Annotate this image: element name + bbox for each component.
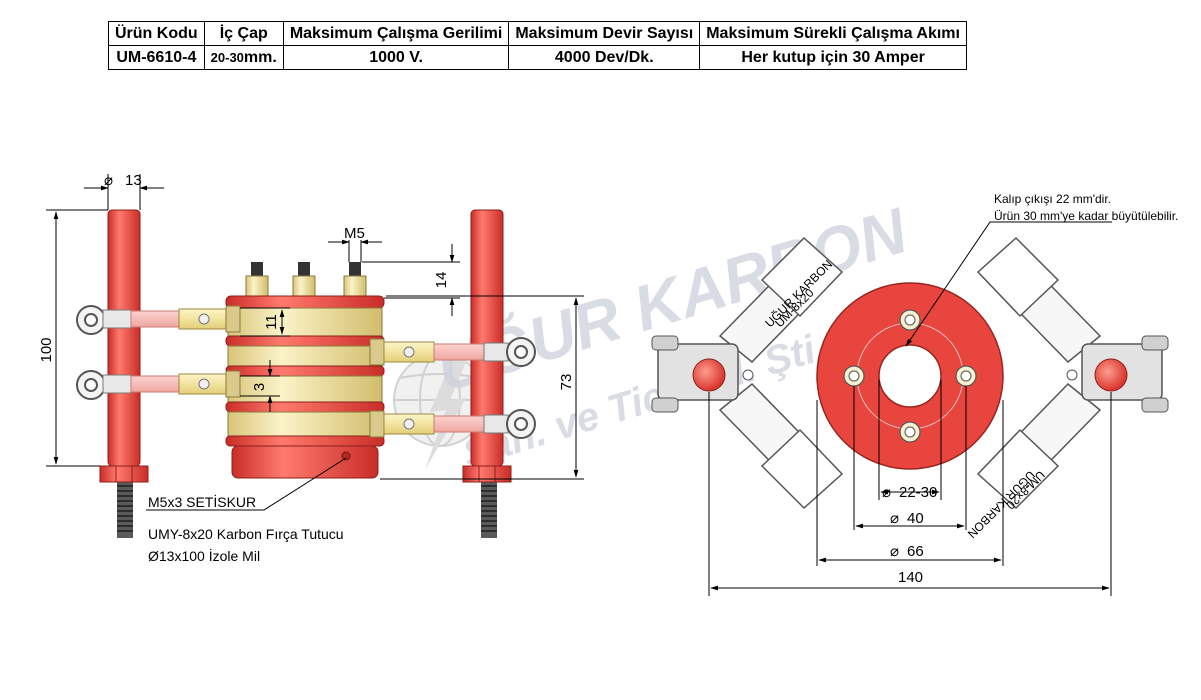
front-slip-ring-disc <box>816 282 1004 470</box>
cell-max-current: Her kutup için 30 Amper <box>699 45 967 70</box>
terminal-screw-2 <box>292 262 316 299</box>
setscrew-hole <box>341 451 351 461</box>
dim-ring-gap <box>240 360 280 412</box>
dim-outer <box>816 400 1004 566</box>
dim-total-height-value: 100 <box>38 337 55 362</box>
header-max-speed: Maksimum Devir Sayısı <box>508 21 701 46</box>
brush-holder-left-1 <box>76 305 241 335</box>
cell-max-voltage: 1000 V. <box>282 45 510 70</box>
front-right-holder: UĞUR KARBON UM-8x20 <box>965 236 1169 542</box>
dim-shaft-diameter-value: 13 <box>125 172 142 189</box>
front-note-line2: Ürün 30 mm'ye kadar büyütülebilir. <box>994 209 1178 223</box>
cell-bore-unit: mm. <box>243 48 277 66</box>
dim-thread-value: M5 <box>344 225 365 242</box>
dim-screw-height <box>362 244 460 316</box>
watermark-bolt <box>425 352 470 470</box>
dim-total-width <box>708 392 1112 596</box>
left-threaded-stud <box>117 482 133 538</box>
dim-ring-pitch-value: 11 <box>263 314 280 330</box>
cell-bore-value: 20-30 <box>210 49 244 65</box>
dim-total-width-value: 140 <box>898 569 923 586</box>
front-note-line1: Kalıp çıkışı 22 mm'dir. <box>994 192 1111 206</box>
brush-holder-left-2 <box>76 370 241 400</box>
dim-body-height-value: 73 <box>558 374 575 391</box>
dim-ring-gap-value: 3 <box>251 383 268 391</box>
brush-holder-right-1 <box>369 337 536 367</box>
front-bore <box>878 344 942 408</box>
dim-bore-symbol: ⌀ <box>882 484 891 501</box>
left-insulated-shaft <box>99 209 149 483</box>
dim-screw-height-value: 14 <box>433 272 450 289</box>
terminal-screw-3 <box>343 262 367 299</box>
front-left-holder: UĞUR KARBON UM-8x20 <box>651 236 844 510</box>
setscrew-leader <box>146 457 347 511</box>
right-threaded-stud <box>481 482 497 538</box>
front-view: UĞUR KARBON UM-8x20 UĞUR KARBON UM-8x20 <box>651 192 1178 596</box>
cell-max-speed: 4000 Dev/Dk. <box>508 45 701 70</box>
cell-inner-diameter: 20-30mm. <box>203 45 284 70</box>
label-setscrew: M5x3 SETİSKUR <box>148 493 256 510</box>
spec-table-header-row: Ürün Kodu İç Çap Maksimum Çalışma Gerili… <box>108 21 967 46</box>
dim-bolt-circle-symbol: ⌀ <box>890 510 899 527</box>
dim-bolt-circle <box>853 386 967 530</box>
spec-table: Ürün Kodu İç Çap Maksimum Çalışma Gerili… <box>108 21 967 70</box>
dim-shaft-diameter-symbol: ⌀ <box>104 172 113 189</box>
front-note-leader <box>905 221 1112 347</box>
terminal-screws <box>245 262 367 299</box>
dim-thread <box>328 239 382 262</box>
header-product-code: Ürün Kodu <box>108 21 205 46</box>
dim-bolt-circle-value: 40 <box>907 510 924 527</box>
spec-table-data-row: UM-6610-4 20-30mm. 1000 V. 4000 Dev/Dk. … <box>108 45 967 70</box>
dim-shaft-diameter <box>84 174 164 210</box>
dim-ring-pitch <box>240 307 290 337</box>
label-brush-holder: UMY-8x20 Karbon Fırça Tutucu <box>148 526 344 542</box>
label-shaft: Ø13x100 İzole Mil <box>148 547 260 564</box>
slip-ring-body <box>225 295 385 479</box>
dim-body-height <box>380 295 584 480</box>
brush-holder-right-2 <box>369 409 536 439</box>
dim-outer-value: 66 <box>907 543 924 560</box>
dim-bore-value: 22-30 <box>899 484 937 501</box>
header-inner-diameter: İç Çap <box>203 21 284 46</box>
side-view: ⌀ 13 100 M5 14 11 <box>38 172 584 564</box>
terminal-screw-1 <box>245 262 269 299</box>
dim-outer-symbol: ⌀ <box>890 543 899 560</box>
dim-total-height <box>46 209 108 467</box>
dim-bore <box>878 380 942 500</box>
right-insulated-shaft <box>462 209 512 483</box>
